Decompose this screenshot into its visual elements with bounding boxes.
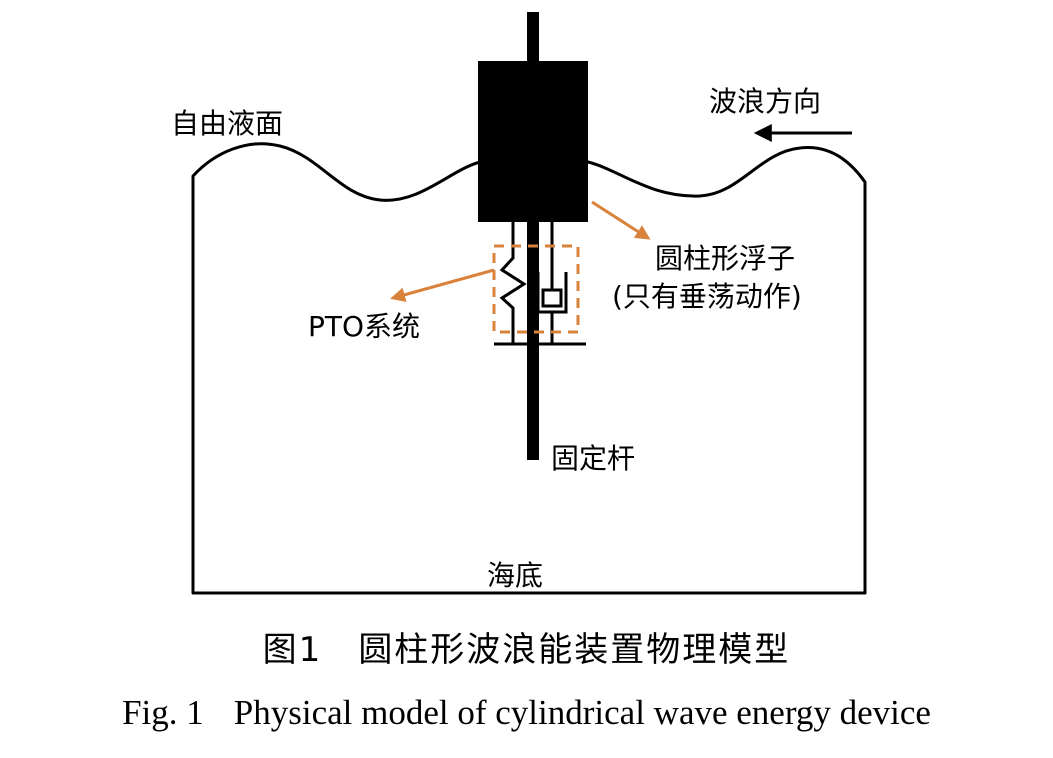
caption-en-title: Physical model of cylindrical wave energ…	[233, 693, 931, 732]
label-seabed: 海底	[487, 559, 543, 592]
label-float-line1: 圆柱形浮子	[655, 242, 795, 275]
cylindrical-float	[478, 61, 588, 222]
pto-highlight-box	[492, 244, 580, 334]
label-wave-direction: 波浪方向	[709, 85, 821, 118]
pto-annotation-arrow	[390, 268, 495, 303]
figure-caption-chinese: 图1 圆柱形波浪能装置物理模型	[0, 622, 1053, 671]
label-pto-system: PTO系统	[308, 310, 420, 343]
label-fixed-rod: 固定杆	[551, 442, 635, 475]
caption-en-number: Fig. 1	[122, 693, 204, 732]
float-annotation-arrow	[591, 200, 651, 240]
figure-caption-english: Fig. 1 Physical model of cylindrical wave…	[0, 693, 1053, 733]
pto-damper-piston	[541, 288, 563, 308]
pto-spring	[499, 222, 527, 344]
caption-cn-title: 圆柱形波浪能装置物理模型	[358, 630, 791, 670]
label-free-surface: 自由液面	[171, 107, 283, 140]
caption-cn-number: 图1	[262, 630, 323, 670]
label-float-line2: (只有垂荡动作)	[612, 280, 802, 313]
pto-system	[494, 222, 586, 346]
